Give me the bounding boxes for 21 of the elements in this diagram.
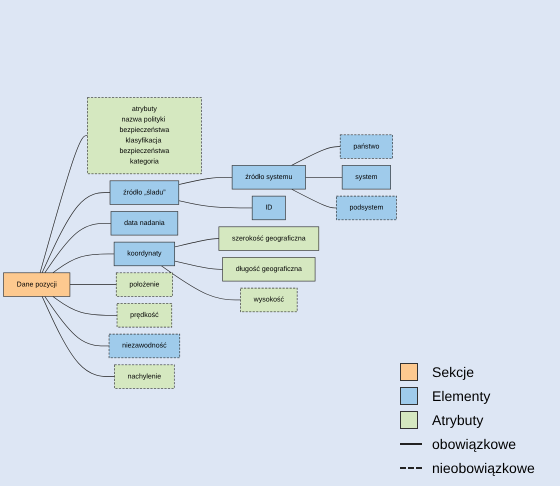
connector — [42, 296, 115, 377]
legend-label: Atrybuty — [432, 412, 484, 428]
connector — [160, 265, 241, 300]
connector — [291, 146, 341, 166]
connector — [178, 200, 253, 208]
connector — [52, 296, 118, 316]
connector — [174, 260, 223, 270]
legend-label: Sekcje — [432, 364, 474, 380]
connector — [52, 254, 114, 274]
connector — [178, 176, 232, 185]
legend-label: nieobowiązkowe — [432, 460, 535, 476]
connector — [42, 192, 110, 274]
connector — [40, 135, 88, 274]
legend-label: obowiązkowe — [432, 436, 516, 452]
connector — [174, 238, 220, 248]
connector — [305, 176, 342, 178]
connector — [44, 296, 110, 346]
connector — [70, 284, 117, 285]
connector — [291, 188, 337, 208]
connector — [44, 222, 112, 274]
legend-label: Elementy — [432, 388, 490, 404]
